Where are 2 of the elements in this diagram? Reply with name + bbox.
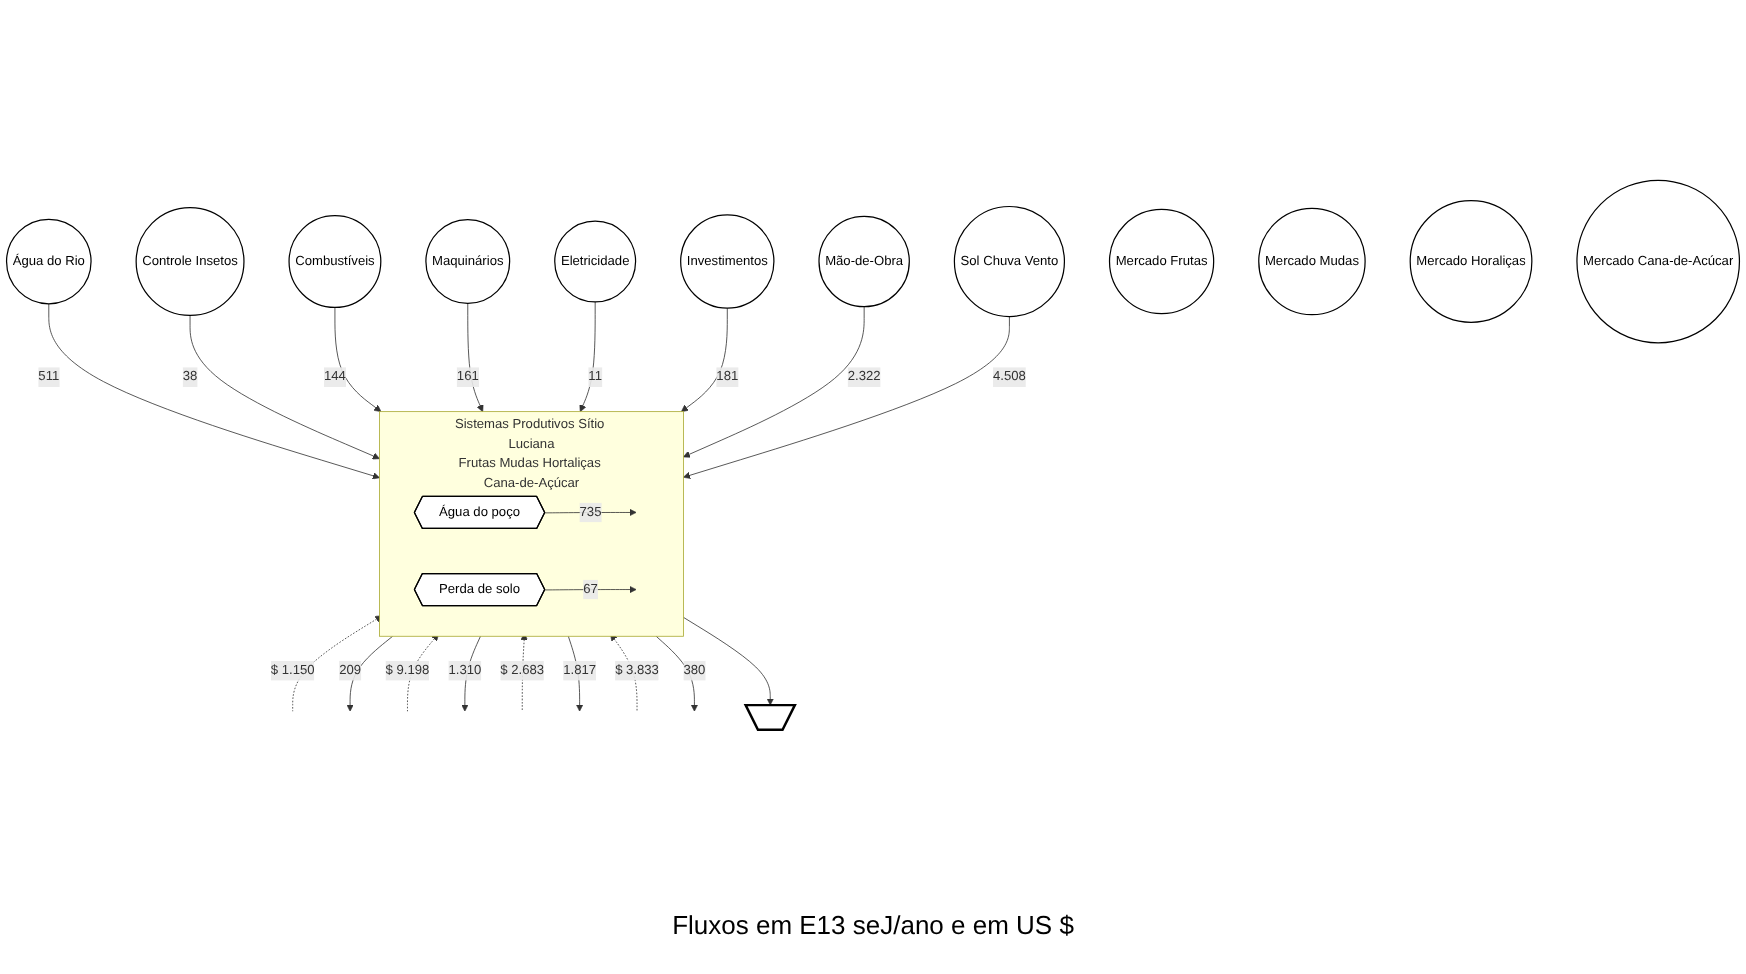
node <box>743 703 797 731</box>
note: Fluxos em E13 seJ/ano e em US $ <box>670 910 1076 940</box>
